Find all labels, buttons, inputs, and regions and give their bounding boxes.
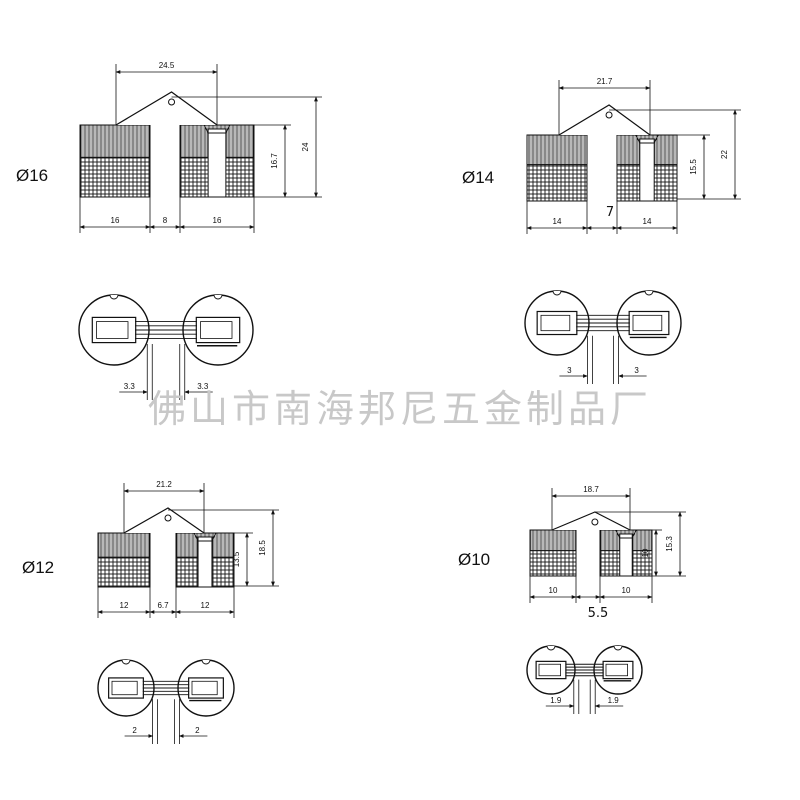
left-barrel-grid	[79, 156, 151, 198]
slot-chamfer	[615, 529, 637, 539]
barrel-notch	[121, 659, 131, 665]
left-barrel-knurl	[526, 134, 588, 166]
barrel-pocket-inner	[111, 680, 138, 696]
right-barrel-slot	[197, 536, 213, 588]
gap-value: 5.5	[588, 606, 609, 621]
right-barrel-slot	[619, 533, 633, 577]
right-width-value: 16	[213, 216, 222, 225]
leaf-left-value: 3	[567, 366, 572, 375]
slot-chamfer	[203, 124, 231, 134]
leaf-right-value: 3	[634, 366, 639, 375]
top-width-value: 18.7	[583, 485, 599, 494]
diameter-label: Ø12	[22, 558, 54, 577]
hinge-views	[78, 64, 741, 744]
right-width-value: 12	[201, 601, 210, 610]
link-pivot-hole	[168, 98, 176, 106]
barrel-pocket-inner	[540, 314, 571, 332]
right-barrel-slot	[639, 138, 655, 202]
barrel-pocket-inner	[605, 663, 629, 677]
left-barrel-knurl	[79, 124, 151, 158]
barrel-pocket-inner	[538, 663, 562, 677]
right-width-value: 10	[622, 586, 631, 595]
barrel-notch	[613, 645, 623, 651]
diameter-label: Ø16	[16, 166, 48, 185]
outer-height-value: 24	[301, 142, 310, 151]
left-barrel-grid	[97, 556, 151, 588]
leaf-right-value: 1.9	[608, 696, 620, 705]
right-width-value: 14	[643, 217, 652, 226]
barrel-notch	[552, 290, 562, 296]
leaf-right-value: 2	[195, 726, 200, 735]
left-barrel-knurl	[97, 532, 151, 558]
link-pivot-hole	[164, 514, 172, 522]
leaf-left-value: 3.3	[124, 382, 136, 391]
diameter-label: Ø14	[462, 168, 494, 187]
left-barrel-grid	[526, 164, 588, 202]
left-barrel-knurl	[529, 529, 577, 552]
gap-value: 7	[606, 205, 614, 220]
leaf-right-value: 3.3	[197, 382, 209, 391]
diameter-label: Ø10	[458, 550, 490, 569]
right-barrel-slot	[207, 128, 227, 198]
barrel-notch	[213, 294, 223, 300]
gap-value: 8	[163, 216, 168, 225]
barrel-notch	[546, 645, 556, 651]
gap-value: 6.7	[157, 601, 169, 610]
barrel-pocket-inner	[200, 321, 233, 339]
left-width-value: 16	[111, 216, 120, 225]
left-barrel-grid	[529, 550, 577, 577]
leaf-left-value: 1.9	[550, 696, 562, 705]
barrel-pocket-inner	[191, 680, 218, 696]
left-width-value: 10	[549, 586, 558, 595]
link-plate	[115, 91, 218, 126]
link-pivot-hole	[591, 518, 599, 526]
left-width-value: 14	[553, 217, 562, 226]
slot-chamfer	[635, 134, 659, 144]
inner-height-value: 16.7	[270, 153, 279, 169]
link-plate	[123, 507, 205, 534]
outer-height-value: 18.5	[258, 540, 267, 556]
left-width-value: 12	[120, 601, 129, 610]
link-plate	[551, 511, 631, 531]
top-width-value: 21.7	[597, 77, 613, 86]
barrel-notch	[201, 659, 211, 665]
leaf-left-value: 2	[132, 726, 137, 735]
barrel-pocket-inner	[96, 321, 129, 339]
inner-height-value: 15.5	[689, 159, 698, 175]
top-width-value: 21.2	[156, 480, 172, 489]
barrel-pocket-inner	[632, 314, 663, 332]
link-plate	[558, 104, 651, 136]
inner-height-value: 10	[641, 548, 650, 557]
outer-height-value: 22	[720, 150, 729, 159]
barrel-notch	[109, 294, 119, 300]
barrel-notch	[644, 290, 654, 296]
watermark-text: 佛山市南海邦尼五金制品厂	[148, 387, 652, 431]
top-width-value: 24.5	[159, 61, 175, 70]
slot-chamfer	[193, 532, 217, 542]
link-pivot-hole	[605, 111, 613, 119]
outer-height-value: 15.3	[665, 536, 674, 552]
inner-height-value: 13.5	[232, 551, 241, 567]
